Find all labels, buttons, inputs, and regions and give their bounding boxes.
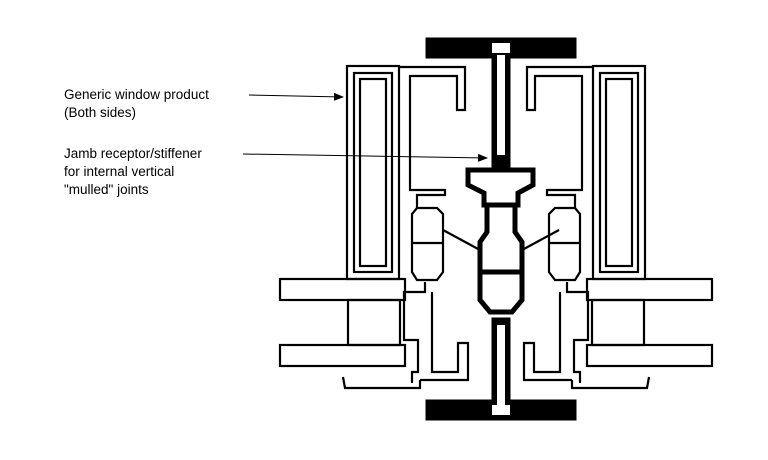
label-window-product-line2: (Both sides) <box>64 105 136 120</box>
inner-gussets <box>442 229 560 251</box>
receptor-core <box>465 167 536 315</box>
label-window-product-line1: Generic window product <box>64 87 209 102</box>
leader-arrow-window-product <box>248 92 344 101</box>
label-jamb-receptor: Jamb receptor/stiffener for internal ver… <box>64 146 488 197</box>
label-jamb-receptor-line3: "mulled" joints <box>64 182 149 197</box>
right-window-section <box>522 64 714 390</box>
jamb-receptor-stiffener <box>425 37 577 421</box>
label-jamb-receptor-line1: Jamb receptor/stiffener <box>64 146 202 161</box>
label-window-product: Generic window product (Both sides) <box>64 87 344 120</box>
left-window-section <box>278 64 470 390</box>
leader-arrow-jamb-receptor <box>242 153 488 162</box>
label-jamb-receptor-line2: for internal vertical <box>64 164 174 179</box>
